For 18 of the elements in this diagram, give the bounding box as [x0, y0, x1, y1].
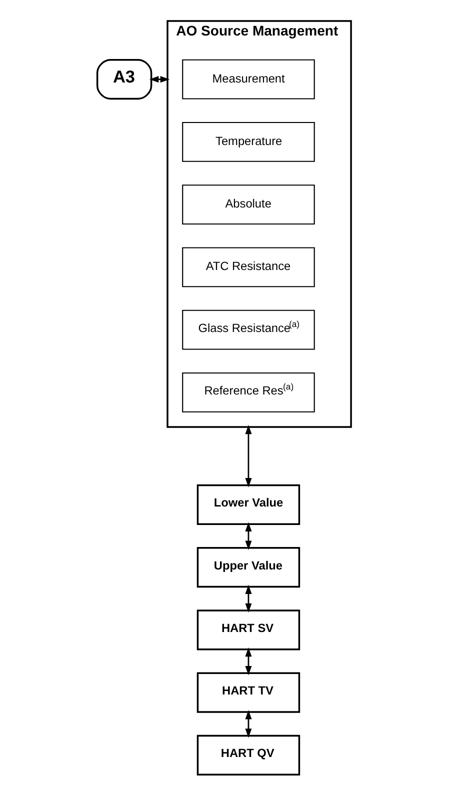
node-box: HART QV [196, 734, 300, 776]
arrow [245, 647, 252, 676]
node-box: Upper Value [196, 547, 300, 588]
node-box: Reference Res$^{(a)}$ [182, 372, 315, 412]
node-box: Measurement [182, 59, 315, 100]
node-box: HART SV [196, 610, 300, 650]
arrow [245, 424, 252, 488]
node-box: ATC Resistance [182, 247, 315, 288]
arrow [149, 76, 170, 83]
node-box: HART TV [196, 672, 300, 713]
arrow [245, 522, 252, 550]
node-box: A3 [96, 59, 152, 100]
node-box: Lower Value [196, 484, 300, 525]
node-box: Glass Resistance$^{(a)}$ [182, 310, 315, 350]
node-box: Temperature [182, 122, 315, 162]
arrow [245, 584, 252, 613]
node-box: Absolute [182, 184, 315, 225]
arrow [245, 710, 252, 738]
